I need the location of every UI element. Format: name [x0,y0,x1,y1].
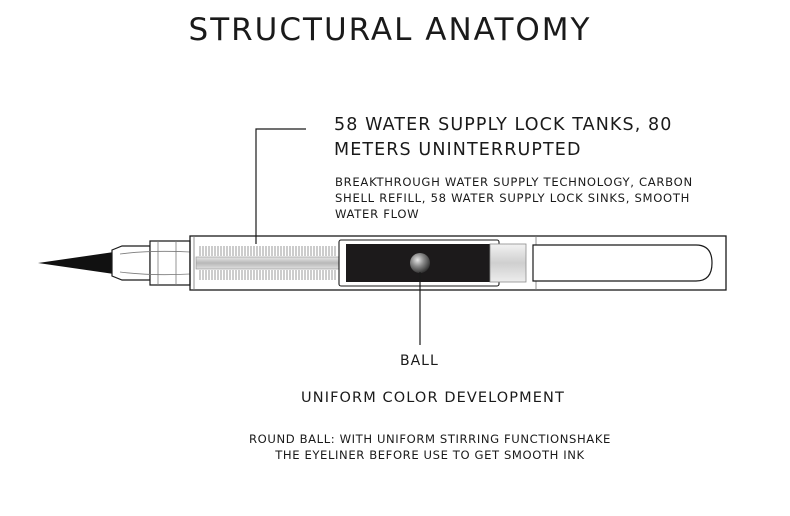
uniform-color-description: ROUND BALL: WITH UNIFORM STIRRING FUNCTI… [0,431,790,463]
ball-label: BALL [400,353,439,369]
tanks-callout-description: BREAKTHROUGH WATER SUPPLY TECHNOLOGY, CA… [335,174,693,222]
uniform-color-heading: UNIFORM COLOR DEVELOPMENT [301,390,565,406]
page-title: STRUCTURAL ANATOMY [188,12,592,48]
tanks-heading-line-1: 58 WATER SUPPLY LOCK TANKS, 80 [334,115,673,135]
tanks-heading-line-2: METERS UNINTERRUPTED [334,140,582,160]
water-supply-lock-fins [199,246,336,280]
tanks-desc-line-3: WATER FLOW [335,207,420,221]
brush-tip [38,252,114,274]
tanks-callout-heading: 58 WATER SUPPLY LOCK TANKS, 80 METERS UN… [334,113,673,163]
uniform-desc-line-2: THE EYELINER BEFORE USE TO GET SMOOTH IN… [275,448,585,462]
end-cap-interior [532,244,713,282]
tanks-desc-line-1: BREAKTHROUGH WATER SUPPLY TECHNOLOGY, CA… [335,175,693,189]
feed-shaft [195,256,347,270]
tanks-desc-line-2: SHELL REFILL, 58 WATER SUPPLY LOCK SINKS… [335,191,691,205]
uniform-desc-line-1: ROUND BALL: WITH UNIFORM STIRRING FUNCTI… [249,432,611,446]
tanks-leader-line [255,128,306,244]
mixing-ball [410,253,430,273]
ink-reservoir [338,239,527,287]
nozzle [111,240,191,286]
